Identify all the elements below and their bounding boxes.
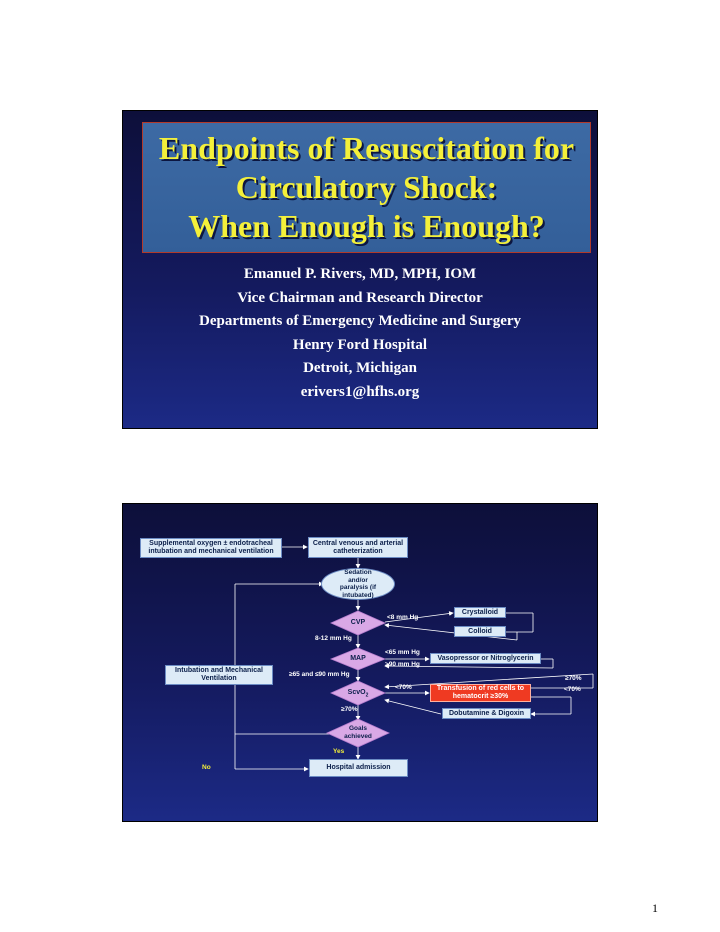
page-number: 1 [652,901,658,915]
author-position: Vice Chairman and Research Director [237,289,483,306]
flowchart-connectors [234,544,594,772]
map-low-label: <65 mm Hg [385,649,420,656]
map-label: MAP [350,655,366,662]
author-hospital: Henry Ford Hospital [292,336,428,353]
dobutamine-box: Dobutamine & Digoxin [442,708,531,719]
supplemental-oxygen-box: Supplemental oxygen ± endotracheal intub… [140,538,282,558]
author-block: Emanuel P. Rivers, MD, MPH, IOM Vice Cha… [123,263,597,404]
goals-label: Goals achieved [344,725,372,740]
no-label: No [202,764,211,771]
intubation-box: Intubation and Mechanical Ventilation [165,665,273,685]
flowchart-slide: Supplemental oxygen ± endotracheal intub… [122,503,598,822]
map-diamond [329,647,387,671]
scvo2-label: ScvO2 [336,689,380,699]
sedation-oval: Sedation and/or paralysis (if intubated) [321,568,395,600]
title-line-2: Circulatory Shock: [235,169,498,205]
cvp-low-label: <8 mm Hg [387,614,419,621]
scvo2-subscript: 2 [365,692,369,699]
title-line-3: When Enough is Enough? [188,208,545,244]
title-slide: Endpoints of Resuscitation for Circulato… [122,110,598,429]
scvo2-target-label: ≥70% [341,706,358,713]
author-email: erivers1@hfhs.org [300,383,420,400]
author-department: Departments of Emergency Medicine and Su… [198,313,522,329]
map-target-label: ≥65 and ≤90 mm Hg [289,671,350,678]
scvo2-low-label: <70% [395,684,412,691]
yes-label: Yes [333,748,345,755]
vasopressor-box: Vasopressor or Nitroglycerin [430,653,541,664]
cvp-target-label: 8-12 mm Hg [315,635,352,642]
transfusion-box: Transfusion of red cells to hematocrit ≥… [430,684,531,702]
map-high-label: >90 mm Hg [385,661,420,668]
central-venous-box: Central venous and arterial catheterizat… [308,537,408,558]
colloid-box: Colloid [454,626,506,637]
lt70-right-label: <70% [564,686,581,693]
hospital-admission-box: Hospital admission [309,759,408,777]
scvo2-diamond [330,680,386,706]
author-name: Emanuel P. Rivers, MD, MPH, IOM [243,266,477,282]
author-location: Detroit, Michigan [303,360,417,376]
goals-diamond [326,718,390,748]
title-box: Endpoints of Resuscitation for Circulato… [142,122,591,253]
ge70-right-label: ≥70% [565,675,582,682]
crystalloid-box: Crystalloid [454,607,506,618]
cvp-diamond [330,610,386,636]
cvp-label: CVP [350,619,366,626]
title-line-1: Endpoints of Resuscitation for [158,130,575,166]
scvo2-text: ScvO [347,689,366,696]
